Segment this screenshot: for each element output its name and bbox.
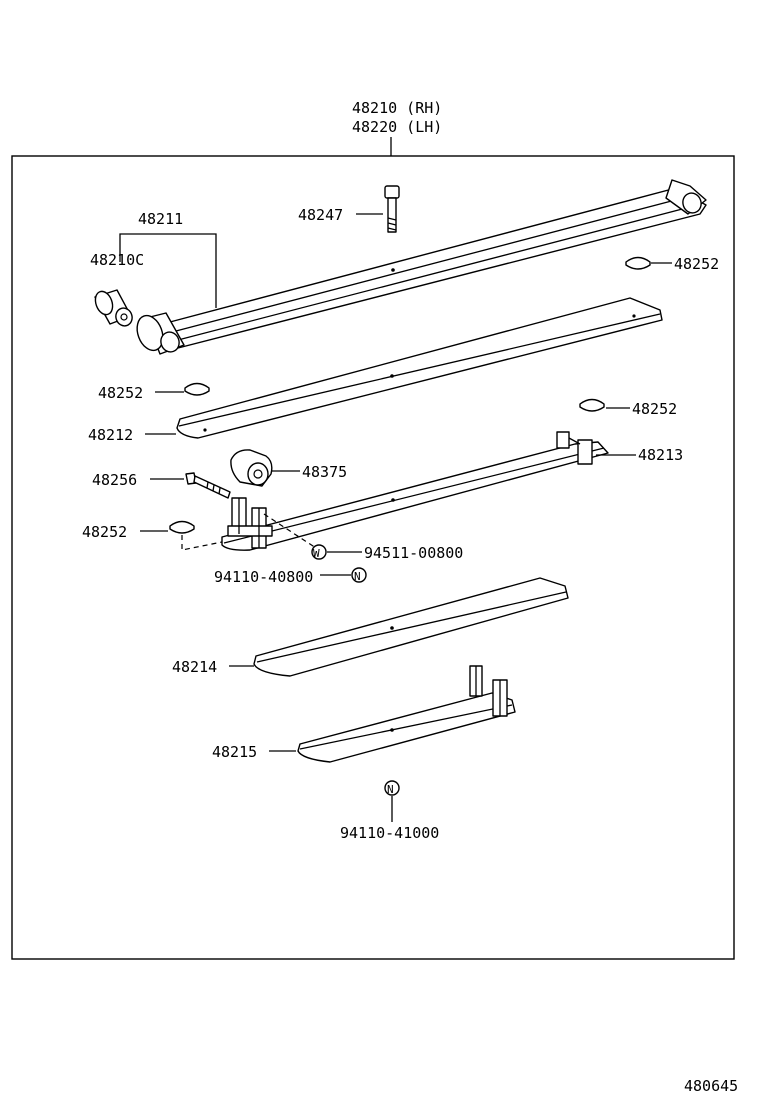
- leaf-48213[interactable]: [221, 431, 609, 551]
- label-94110-41000: 94110-41000: [340, 824, 439, 842]
- assembly-label-lh: 48220 (LH): [352, 118, 442, 136]
- label-48214: 48214: [172, 658, 217, 676]
- nut-marker-b[interactable]: [384, 780, 400, 796]
- bushing-48210c[interactable]: [92, 289, 134, 328]
- label-48210c: 48210C: [90, 251, 144, 269]
- label-48252-left-upper: 48252: [98, 384, 143, 402]
- label-48215: 48215: [212, 743, 257, 761]
- leaf-48215[interactable]: [297, 665, 516, 763]
- label-48252-left-lower: 48252: [82, 523, 127, 541]
- dashed-line-washer: [263, 513, 317, 549]
- washer-marker-letter: W: [313, 547, 320, 560]
- label-48213: 48213: [638, 446, 683, 464]
- label-94511-00800: 94511-00800: [364, 544, 463, 562]
- bumper-48375[interactable]: [230, 449, 273, 487]
- label-48256: 48256: [92, 471, 137, 489]
- label-48247: 48247: [298, 206, 343, 224]
- dashed-line-pad: [181, 535, 223, 551]
- nut-marker-a[interactable]: [351, 567, 367, 583]
- clip-bolt-48256[interactable]: [185, 472, 231, 499]
- label-48252-right-middle: 48252: [632, 400, 677, 418]
- pad-48252-left-upper[interactable]: [184, 382, 210, 396]
- pad-48252-left-lower[interactable]: [169, 520, 195, 534]
- label-48375: 48375: [302, 463, 347, 481]
- label-94110-40800: 94110-40800: [214, 568, 313, 586]
- diagram-frame: [11, 155, 735, 960]
- pad-48252-right-middle[interactable]: [579, 398, 605, 412]
- label-48252-top: 48252: [674, 255, 719, 273]
- label-48212: 48212: [88, 426, 133, 444]
- diagram-id: 480645: [684, 1077, 738, 1095]
- leaf-48214[interactable]: [253, 577, 569, 677]
- label-48211: 48211: [138, 210, 183, 228]
- main-leaf-48211[interactable]: [133, 179, 707, 355]
- washer-marker[interactable]: [311, 544, 327, 560]
- leaf-48212[interactable]: [176, 297, 663, 439]
- center-bolt-48247[interactable]: [384, 185, 400, 233]
- pad-48252-top[interactable]: [625, 256, 651, 270]
- assembly-label-rh: 48210 (RH): [352, 99, 442, 117]
- nut-marker-b-letter: N: [387, 783, 394, 796]
- nut-marker-a-letter: N: [354, 570, 361, 583]
- leader-48211: [119, 233, 217, 308]
